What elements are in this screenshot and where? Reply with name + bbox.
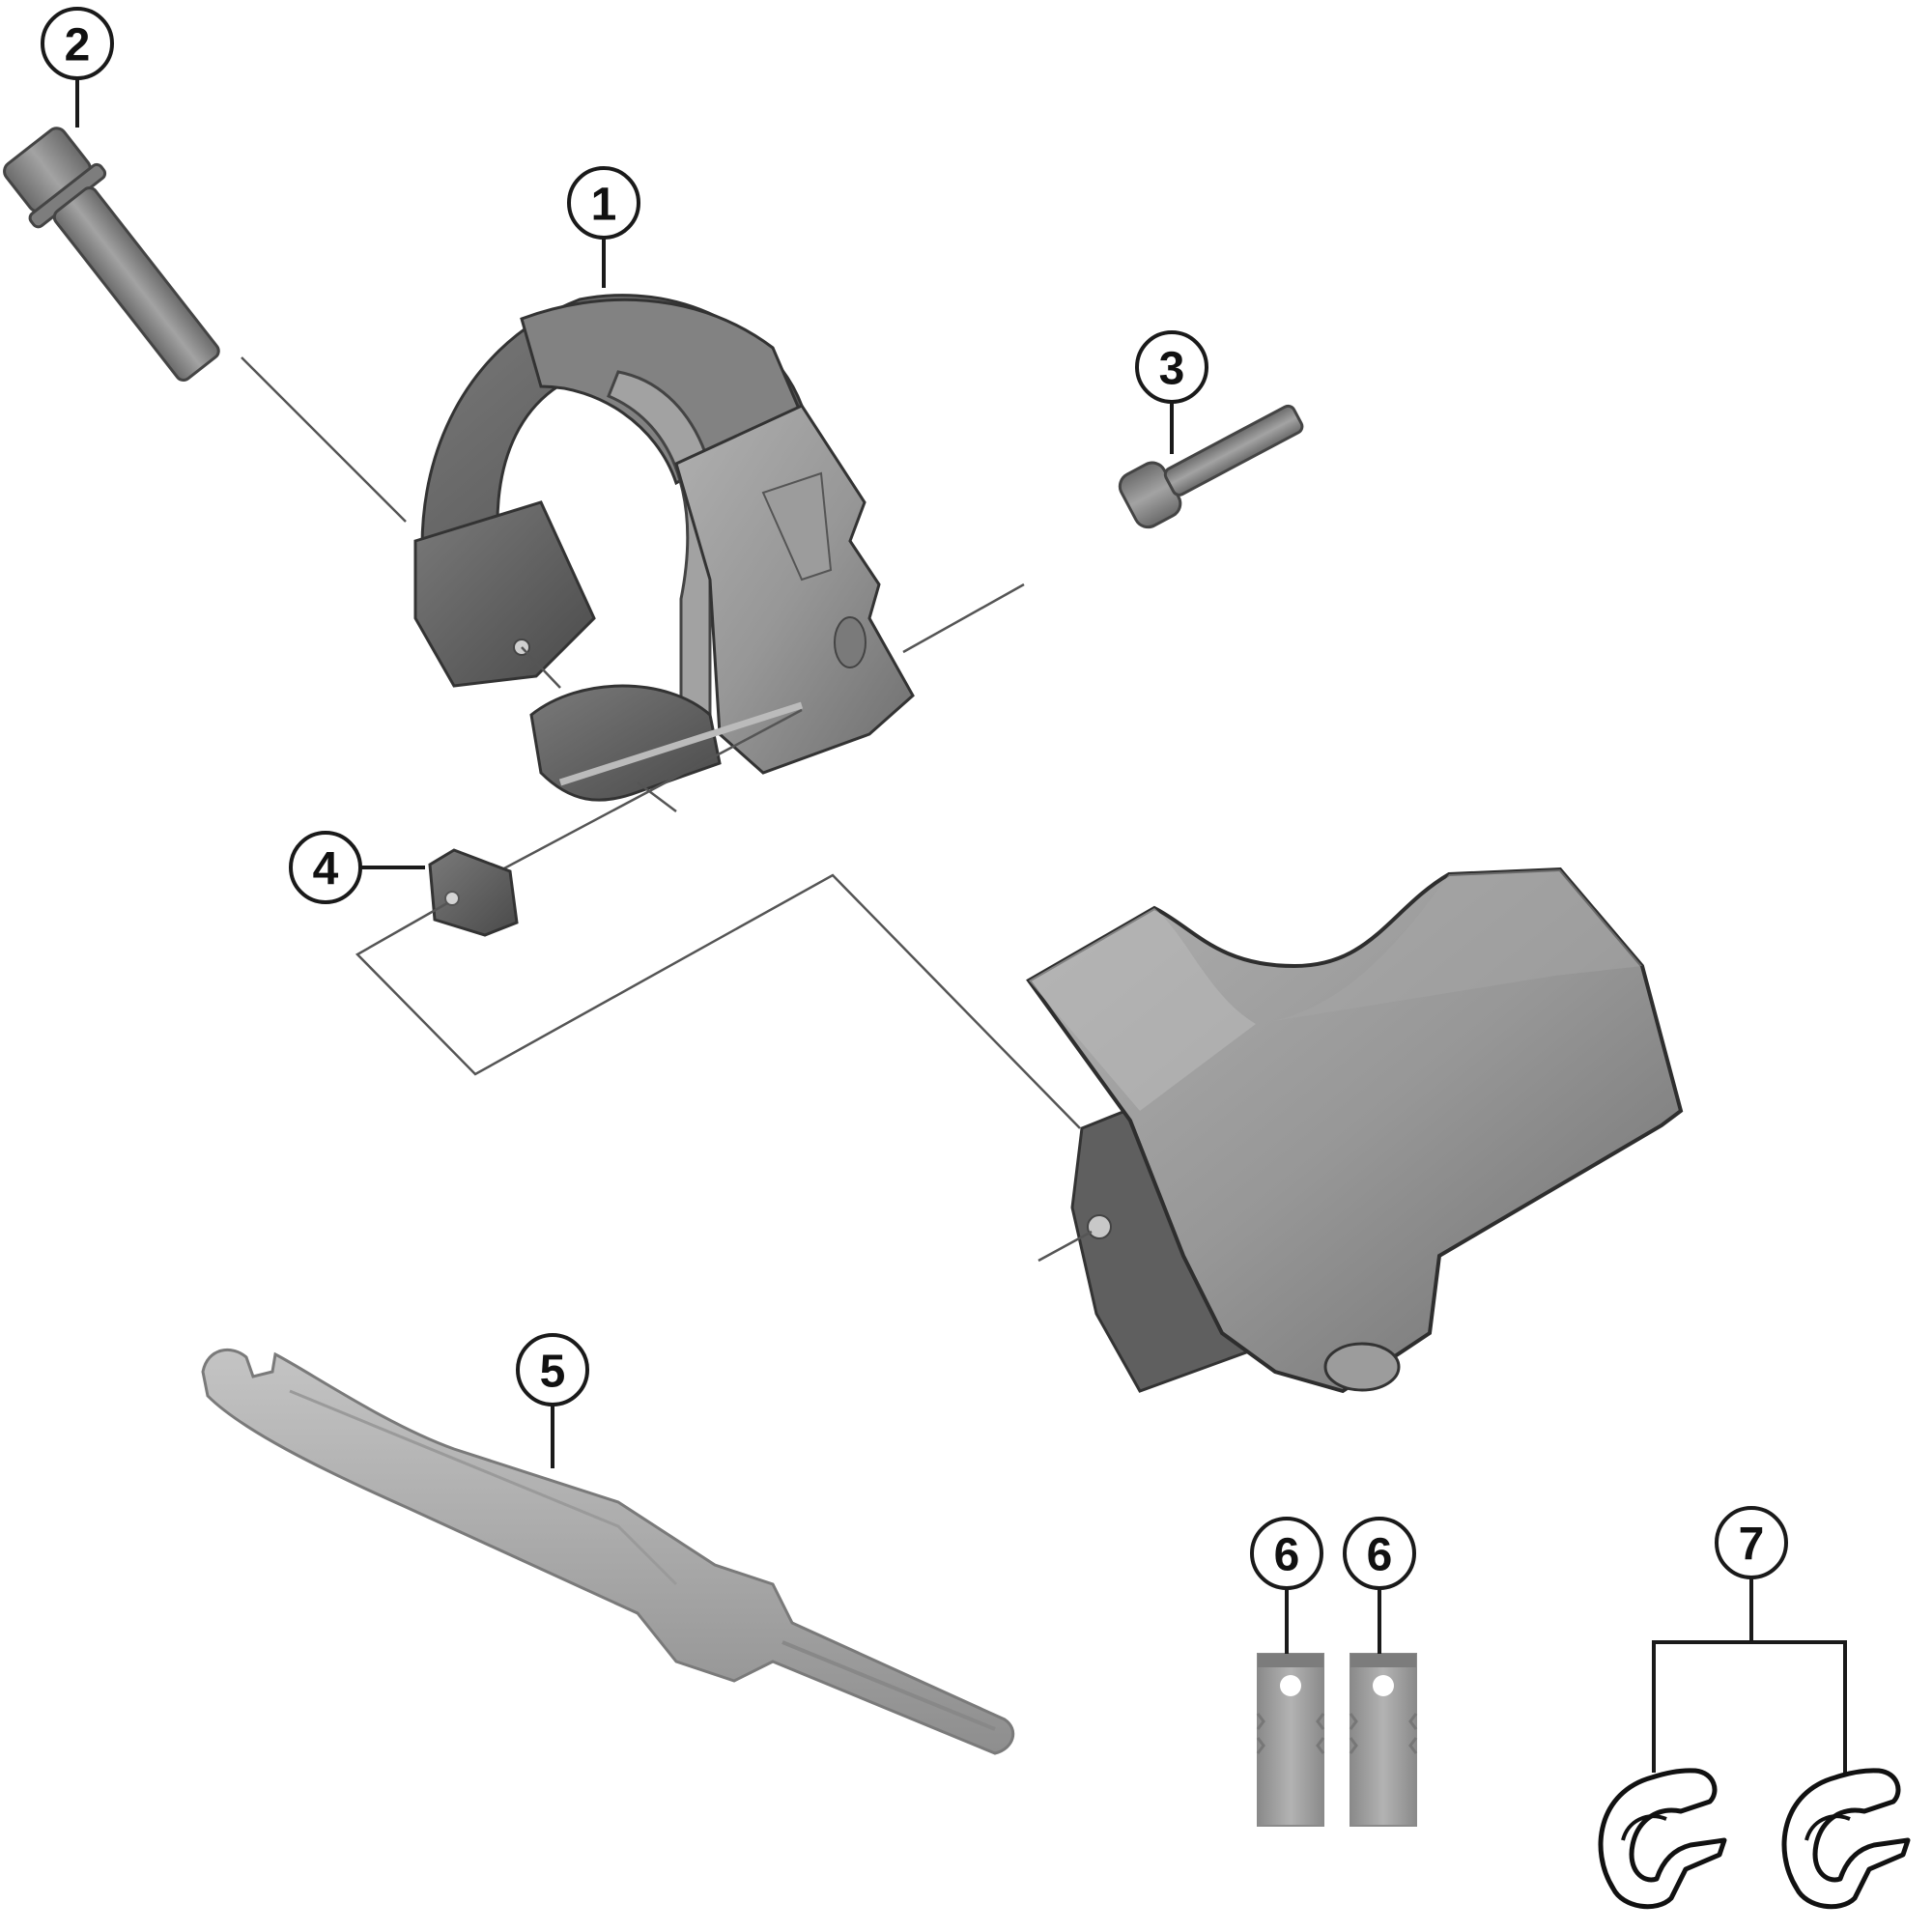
part-6-dummy-plug-left: [1256, 1653, 1325, 1827]
callout-3-label: 3: [1159, 344, 1185, 395]
part-4-nut-block: [355, 708, 1081, 1129]
part-1-clamp-band: [413, 294, 915, 812]
callout-2: 2: [41, 7, 114, 128]
guide-line-bolt-3: [902, 582, 1025, 654]
routing-guide-line: [355, 873, 1081, 1129]
callout-4-label: 4: [313, 844, 339, 895]
callout-3: 3: [1135, 330, 1208, 454]
callout-1: 1: [567, 166, 640, 288]
callout-6-right: 6: [1343, 1517, 1416, 1654]
part-5-plug-tool: [201, 1349, 1015, 1755]
callout-7-label: 7: [1739, 1520, 1765, 1571]
callout-5: 5: [516, 1333, 589, 1468]
callout-1-label: 1: [591, 180, 617, 231]
part-7-cord-clips: [1598, 1640, 1911, 1910]
callout-6-right-label: 6: [1367, 1530, 1393, 1581]
callout-2-label: 2: [65, 20, 91, 71]
callout-6-left-label: 6: [1274, 1530, 1300, 1581]
callout-4: 4: [289, 831, 425, 904]
part-3-fixing-bolt: [902, 404, 1304, 654]
cover-body: [1026, 867, 1684, 1394]
callout-5-label: 5: [540, 1347, 566, 1398]
callout-7: 7: [1715, 1506, 1788, 1642]
part-6-dummy-plug-right: [1349, 1653, 1418, 1827]
cord-clip-right: [1781, 1768, 1911, 1910]
callout-6-left: 6: [1250, 1517, 1323, 1654]
part-2-clamp-bolt: [3, 127, 407, 523]
guide-line-bolt-2: [241, 356, 407, 523]
cord-clip-left: [1598, 1768, 1727, 1910]
